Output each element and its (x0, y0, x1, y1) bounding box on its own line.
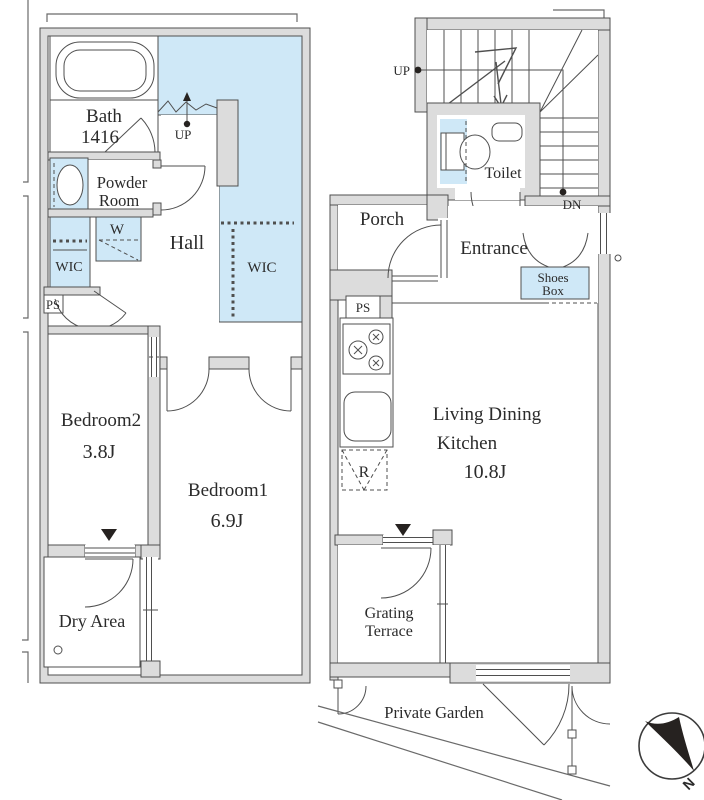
bathtub (55, 41, 155, 99)
wic-left-label: WIC (55, 260, 82, 275)
up-right-label: UP (393, 63, 410, 78)
powder-room-label-2: Room (99, 191, 140, 210)
bedroom1-size: 6.9J (211, 510, 244, 532)
shoes-box-label-1: Shoes (537, 270, 568, 285)
hand-basin (491, 122, 523, 142)
terrace-label-1: Grating (365, 605, 414, 622)
wic-right-label: WIC (247, 260, 276, 276)
hall-floor (161, 115, 219, 357)
kitchen-sink (343, 391, 392, 442)
entrance-label: Entrance (460, 238, 528, 259)
up-arrow (183, 92, 191, 101)
up-dot (414, 66, 422, 74)
toilet-bowl (459, 134, 491, 170)
wash-basin (56, 164, 84, 206)
bath-size: 1416 (81, 127, 119, 148)
floor-plan-right (329, 17, 622, 684)
fridge-label: R (359, 464, 370, 481)
kitchen (339, 317, 394, 491)
wall-stub (216, 99, 239, 187)
stair-top-wall (414, 17, 611, 31)
bedroom1-label: Bedroom1 (188, 480, 268, 501)
kitchen-counter (339, 317, 394, 448)
ldk-label-1: Living Dining (433, 404, 542, 425)
powder-room-floor (88, 160, 153, 211)
ldk-label-2: Kitchen (437, 433, 498, 454)
ps-right-label: PS (356, 300, 370, 315)
terrace-label-2: Terrace (365, 623, 413, 640)
shoes-box-label-2: Box (542, 283, 564, 298)
bedroom2-label: Bedroom2 (61, 410, 141, 431)
toilet-room (426, 102, 541, 242)
bath-label: Bath (86, 106, 122, 127)
compass (638, 712, 704, 780)
washer-label: W (110, 222, 125, 238)
hall-label: Hall (170, 232, 205, 254)
dn-dot (559, 188, 567, 196)
shoes-box (520, 266, 590, 300)
left-outer-wall-right-plan (329, 194, 339, 681)
floor-plan-left: Bath 1416 Powder Room W Hall WIC PS UP W… (39, 27, 311, 684)
window-marker-right (395, 524, 411, 536)
toilet-label: Toilet (484, 165, 522, 182)
dry-area-label: Dry Area (59, 611, 125, 631)
porch-label: Porch (360, 209, 405, 230)
site-boundary-lines (22, 0, 605, 683)
compass-needle (645, 717, 694, 771)
washing-machine-space (95, 216, 142, 262)
staircase (414, 29, 599, 200)
right-outer-wall (597, 17, 611, 684)
right-plan-labels: UP DN Toilet Porch Entrance Shoes Box PS… (356, 63, 698, 793)
drain (53, 645, 63, 655)
private-garden (317, 679, 611, 800)
porch (329, 194, 450, 301)
window-marker-left (101, 529, 117, 541)
bathtub-inner (63, 49, 147, 92)
ps-left-label: PS (46, 298, 60, 312)
bedroom2-size: 3.8J (83, 441, 116, 463)
powder-wall (47, 208, 154, 218)
grating-terrace (329, 524, 453, 678)
powder-room-label-1: Powder (97, 173, 148, 192)
boundary-post (614, 254, 622, 262)
dry-area (43, 556, 141, 668)
private-garden-label: Private Garden (384, 703, 483, 722)
up-left-label: UP (175, 127, 192, 142)
wic-left (49, 216, 91, 290)
ldk-size: 10.8J (464, 461, 507, 483)
dn-label: DN (563, 197, 582, 212)
stove (342, 323, 391, 375)
